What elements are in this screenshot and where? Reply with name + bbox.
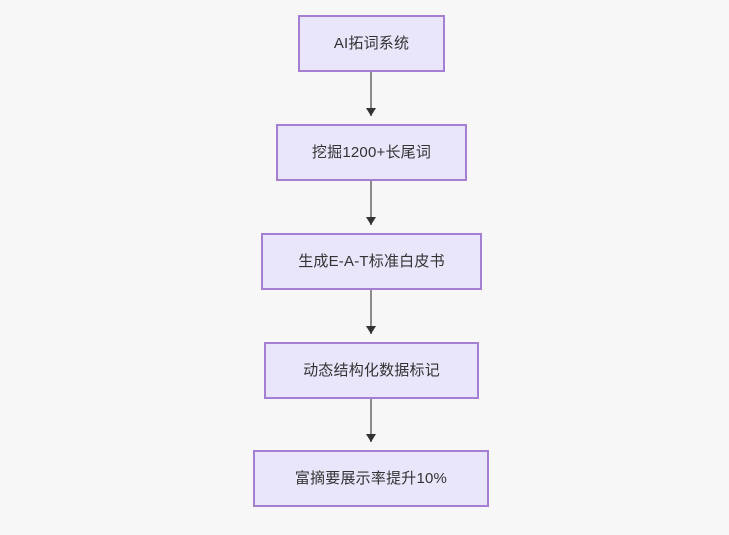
arrowhead-node3-node4 [366, 326, 376, 334]
flow-node-dynamic-structured-data[interactable]: 动态结构化数据标记 [264, 342, 479, 399]
flow-node-label: 挖掘1200+长尾词 [311, 144, 432, 161]
connector-node2-node3 [370, 181, 372, 225]
arrowhead-node2-node3 [366, 217, 376, 225]
flow-node-ai-keyword-system[interactable]: AI拓词系统 [298, 15, 445, 72]
flow-node-rich-snippet-uplift[interactable]: 富摘要展示率提升10% [253, 450, 489, 507]
flow-node-mine-longtail-keywords[interactable]: 挖掘1200+长尾词 [276, 124, 467, 181]
arrowhead-node4-node5 [366, 434, 376, 442]
flow-node-label: 生成E-A-T标准白皮书 [298, 253, 445, 270]
flow-node-label: 富摘要展示率提升10% [294, 470, 448, 487]
flow-node-label: AI拓词系统 [333, 35, 410, 52]
flow-node-label: 动态结构化数据标记 [303, 362, 440, 379]
connector-node1-node2 [370, 72, 372, 116]
arrowhead-node1-node2 [366, 108, 376, 116]
connector-node3-node4 [370, 290, 372, 334]
flow-node-generate-eat-whitepaper[interactable]: 生成E-A-T标准白皮书 [261, 233, 482, 290]
connector-node4-node5 [370, 399, 372, 442]
